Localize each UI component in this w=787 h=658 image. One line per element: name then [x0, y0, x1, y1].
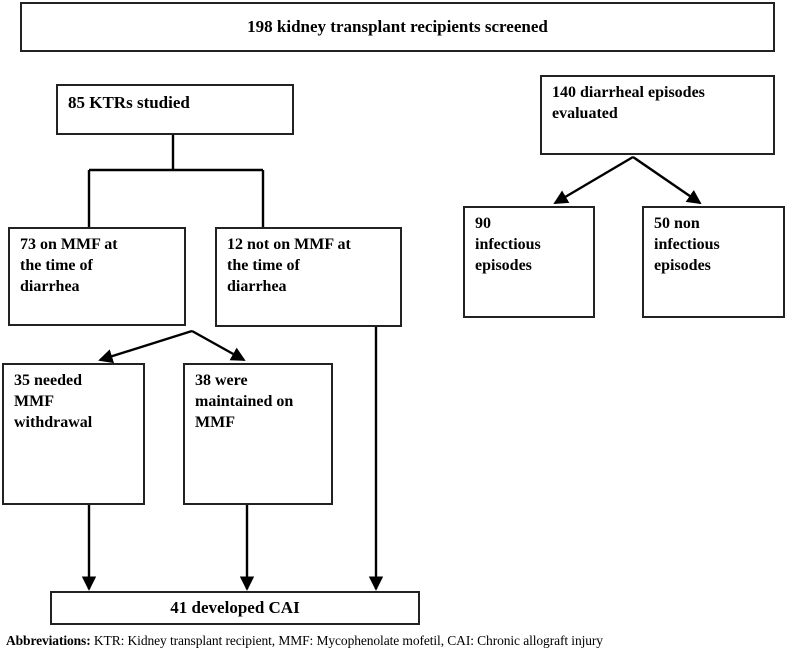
node-ktrs-studied-label: 85 KTRs studied [68, 93, 190, 112]
node-non-infectious-episodes-label: 50 non infectious episodes [654, 215, 720, 274]
edge-ktrs-split [87, 135, 265, 227]
node-infectious-episodes-label: 90 infectious episodes [475, 215, 541, 274]
node-developed-cai-label: 41 developed CAI [170, 597, 300, 617]
abbreviations-footnote: Abbreviations: KTR: Kidney transplant re… [6, 633, 787, 649]
node-on-mmf[interactable]: 73 on MMF at the time of diarrhea [8, 227, 186, 326]
node-infectious-episodes[interactable]: 90 infectious episodes [463, 206, 595, 318]
node-diarrheal-episodes-label: 140 diarrheal episodes evaluated [552, 84, 705, 122]
node-screened-label: 198 kidney transplant recipients screene… [247, 16, 548, 36]
edge-on-mmf-split [98, 329, 246, 364]
node-screened[interactable]: 198 kidney transplant recipients screene… [20, 2, 775, 52]
abbreviations-text: KTR: Kidney transplant recipient, MMF: M… [93, 633, 603, 648]
node-non-infectious-episodes[interactable]: 50 non infectious episodes [642, 206, 785, 318]
node-on-mmf-label: 73 on MMF at the time of diarrhea [20, 236, 118, 295]
node-not-on-mmf[interactable]: 12 not on MMF at the time of diarrhea [215, 227, 402, 327]
node-developed-cai[interactable]: 41 developed CAI [50, 591, 420, 625]
node-diarrheal-episodes[interactable]: 140 diarrheal episodes evaluated [540, 75, 775, 155]
node-ktrs-studied[interactable]: 85 KTRs studied [56, 84, 294, 135]
node-mmf-withdrawal-label: 35 needed MMF withdrawal [14, 372, 93, 431]
node-maintained-on-mmf-label: 38 were maintained on MMF [195, 372, 294, 431]
abbreviations-label: Abbreviations: [6, 633, 91, 648]
edge-episodes-split [553, 155, 702, 205]
node-mmf-withdrawal[interactable]: 35 needed MMF withdrawal [2, 363, 145, 505]
node-maintained-on-mmf[interactable]: 38 were maintained on MMF [183, 363, 333, 505]
node-not-on-mmf-label: 12 not on MMF at the time of diarrhea [227, 236, 351, 295]
